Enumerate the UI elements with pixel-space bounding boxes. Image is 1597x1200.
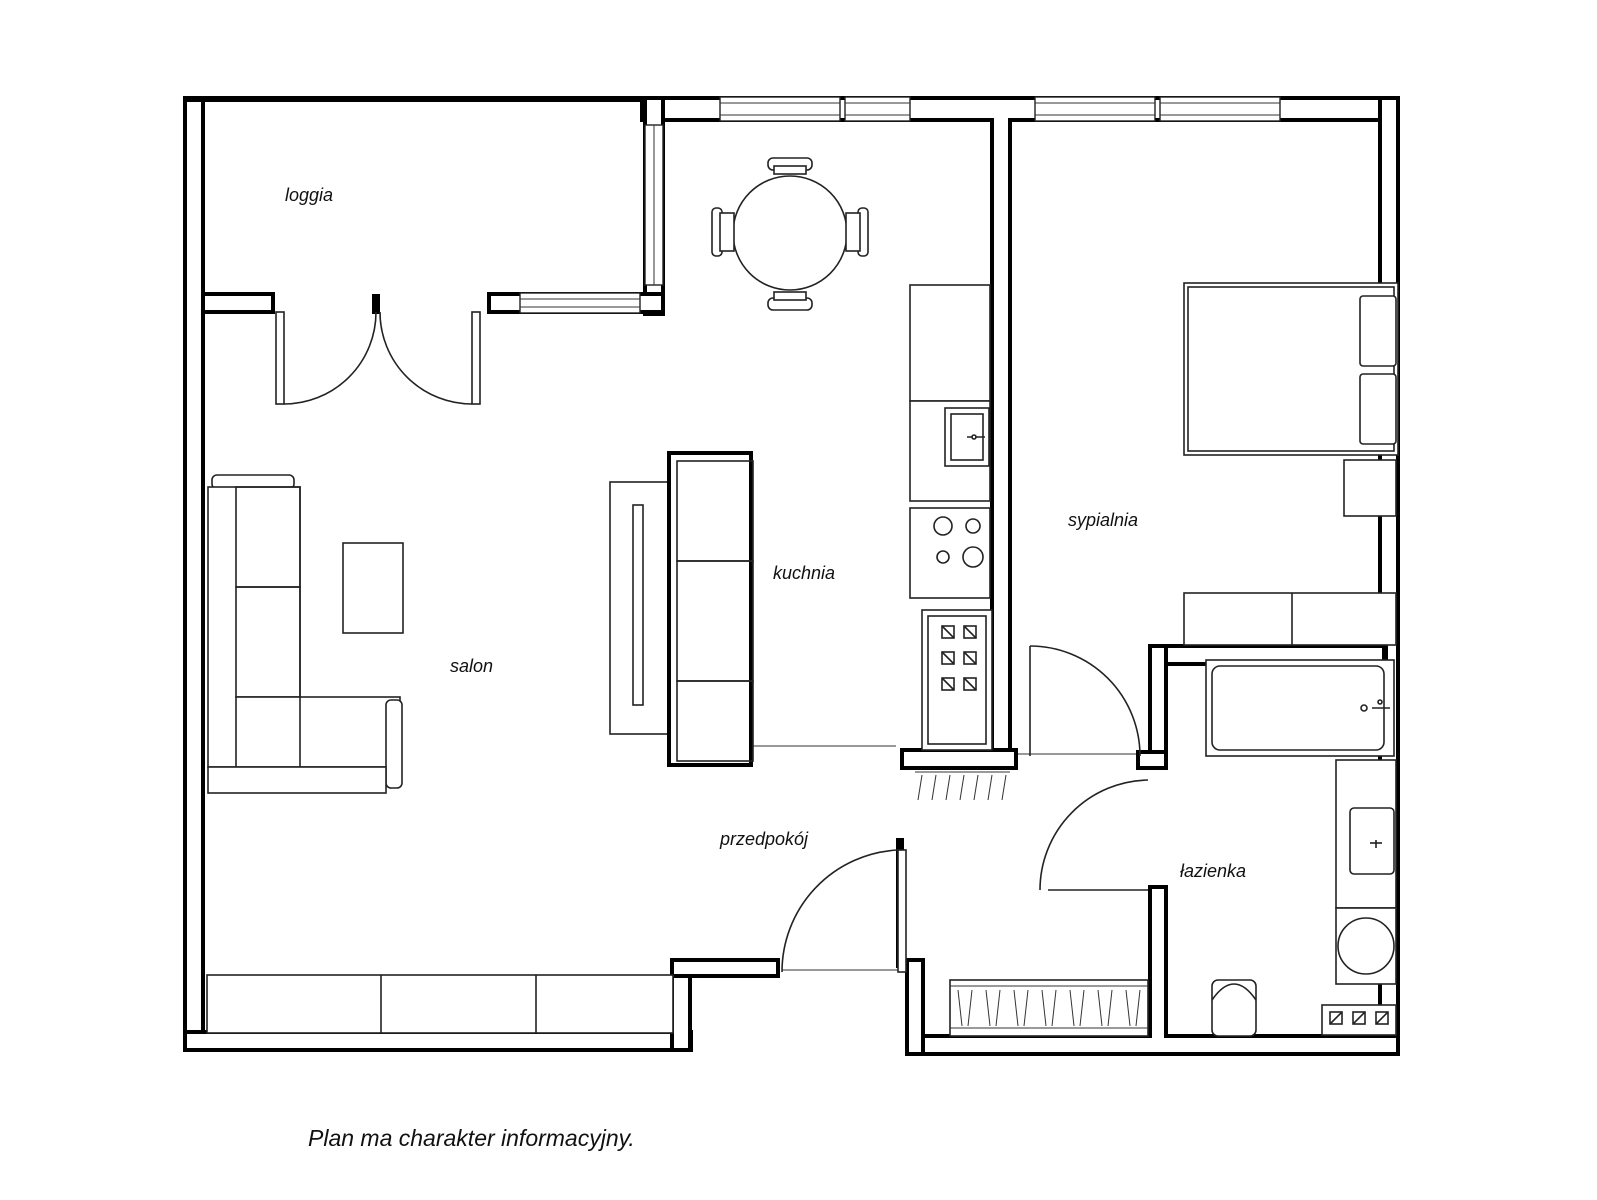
label-living-room: salon [450,656,493,676]
nightstand [1343,459,1397,517]
dining-set [711,157,869,311]
kitchen-island-sofa [667,451,754,767]
tv-cabinet [609,481,671,735]
loggia-partition [205,96,665,405]
label-bathroom: łazienka [1180,861,1246,881]
bedroom-door [1029,645,1141,757]
entrance-door [781,849,907,973]
double-bed [1183,282,1399,456]
bathroom-door [1039,779,1149,891]
bathroom-vent [1321,1004,1397,1036]
label-loggia: loggia [285,185,333,205]
washbasin [1335,759,1397,909]
washing-machine [1335,907,1397,985]
label-kitchen: kuchnia [773,563,835,583]
top-windows [719,96,1281,122]
kitchen-counter [909,284,993,751]
radiator-grille [915,771,1010,801]
corner-sofa [207,474,403,794]
wardrobe [949,979,1149,1037]
hall-cabinets [206,974,674,1034]
coffee-table [342,542,404,634]
bathtub [1205,659,1395,757]
label-hallway: przedpokój [719,829,809,849]
toilet [1211,979,1257,1037]
disclaimer-note: Plan ma charakter informacyjny. [308,1125,635,1151]
label-bedroom: sypialnia [1068,510,1138,530]
wall-top-loggia [183,96,643,102]
bedroom-wardrobe [1183,592,1397,646]
